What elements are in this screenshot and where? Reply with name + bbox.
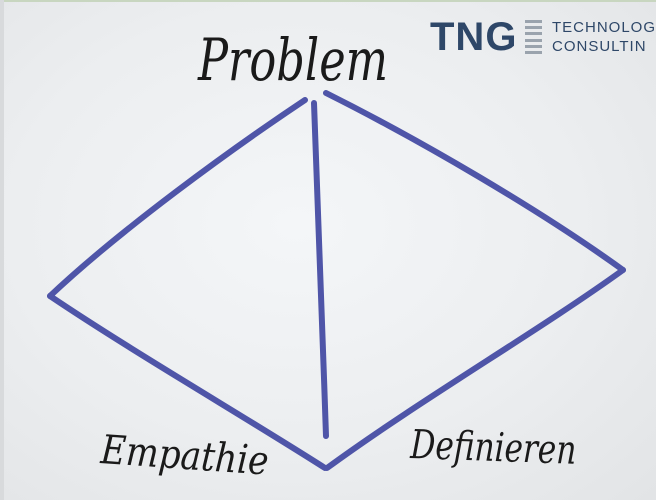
edge-bottom-right — [324, 267, 626, 471]
top-edge — [0, 0, 656, 2]
empathie-label: Empathie — [98, 427, 270, 485]
logo-wordmark: TECHNOLOG CONSULTIN — [552, 18, 656, 56]
logo-mark: TNG — [430, 15, 518, 59]
problem-heading: Problem — [197, 26, 388, 94]
definieren-label: Definieren — [409, 422, 577, 474]
left-edge — [0, 0, 4, 500]
logo-line-1: TECHNOLOG — [551, 19, 656, 36]
logo-line-2: CONSULTIN — [551, 38, 647, 55]
tng-logo: TNG TECHNOLOG CONSULTIN — [430, 14, 656, 60]
logo-bars-icon — [525, 20, 542, 54]
edge-bottom-left — [47, 293, 328, 471]
center-divider — [311, 100, 329, 439]
edge-top-left — [47, 97, 308, 299]
edge-top-right — [323, 90, 626, 273]
